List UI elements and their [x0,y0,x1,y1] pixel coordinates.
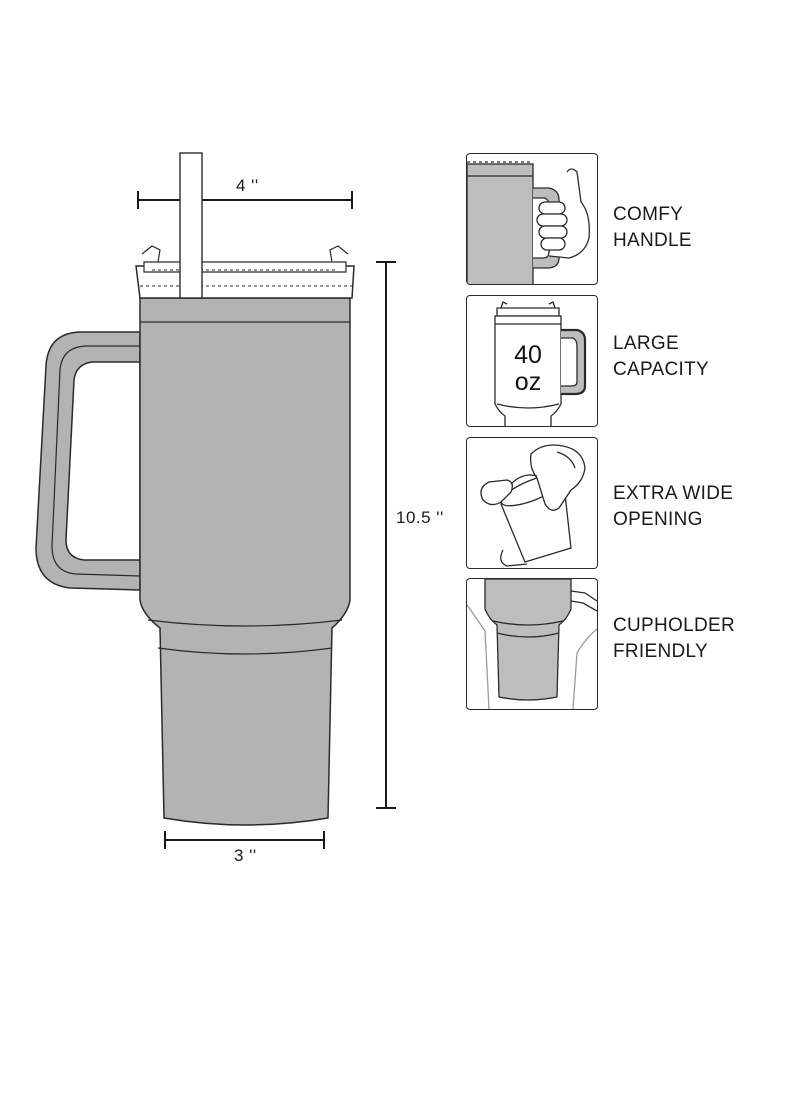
base-width-dimension-line [164,831,325,849]
capacity-unit: oz [514,368,542,396]
feature-line1: CUPHOLDER [613,615,735,636]
height-dimension-line [376,261,396,809]
tumbler-lid [135,245,355,299]
feature-label-cupholder-friendly: CUPHOLDER FRIENDLY [613,613,735,665]
lid-width-dimension-line [137,191,353,209]
hand-holding-handle-icon [467,161,590,284]
base-width-label: 3 '' [234,846,257,865]
feature-label-extra-wide-opening: EXTRA WIDE OPENING [613,481,733,533]
feature-line2: CAPACITY [613,359,710,380]
feature-label-comfy-handle: COMFY HANDLE [613,202,692,254]
feature-line2: HANDLE [613,230,692,251]
feature-line1: COMFY [613,204,684,225]
feature-line2: FRIENDLY [613,641,708,662]
tumbler-body [139,297,351,826]
height-label: 10.5 '' [396,508,444,527]
feature-line1: EXTRA WIDE [613,483,734,504]
feature-panel-comfy-handle [466,153,598,285]
feature-panel-extra-wide-opening [466,437,598,569]
lid-width-label: 4 '' [236,176,259,195]
capacity-tumbler-icon [494,301,587,426]
feature-panel-large-capacity: 40 oz [466,295,598,427]
hand-in-opening-icon [480,444,586,567]
tumbler-handle [35,331,141,591]
cupholder-tumbler-icon [467,579,597,709]
feature-panel-cupholder-friendly [466,578,598,710]
feature-line1: LARGE [613,333,679,354]
capacity-badge: 40 oz [501,342,555,396]
feature-line2: OPENING [613,509,703,530]
tumbler-straw [179,152,203,299]
capacity-number: 40 [514,341,542,369]
feature-label-large-capacity: LARGE CAPACITY [613,331,709,383]
